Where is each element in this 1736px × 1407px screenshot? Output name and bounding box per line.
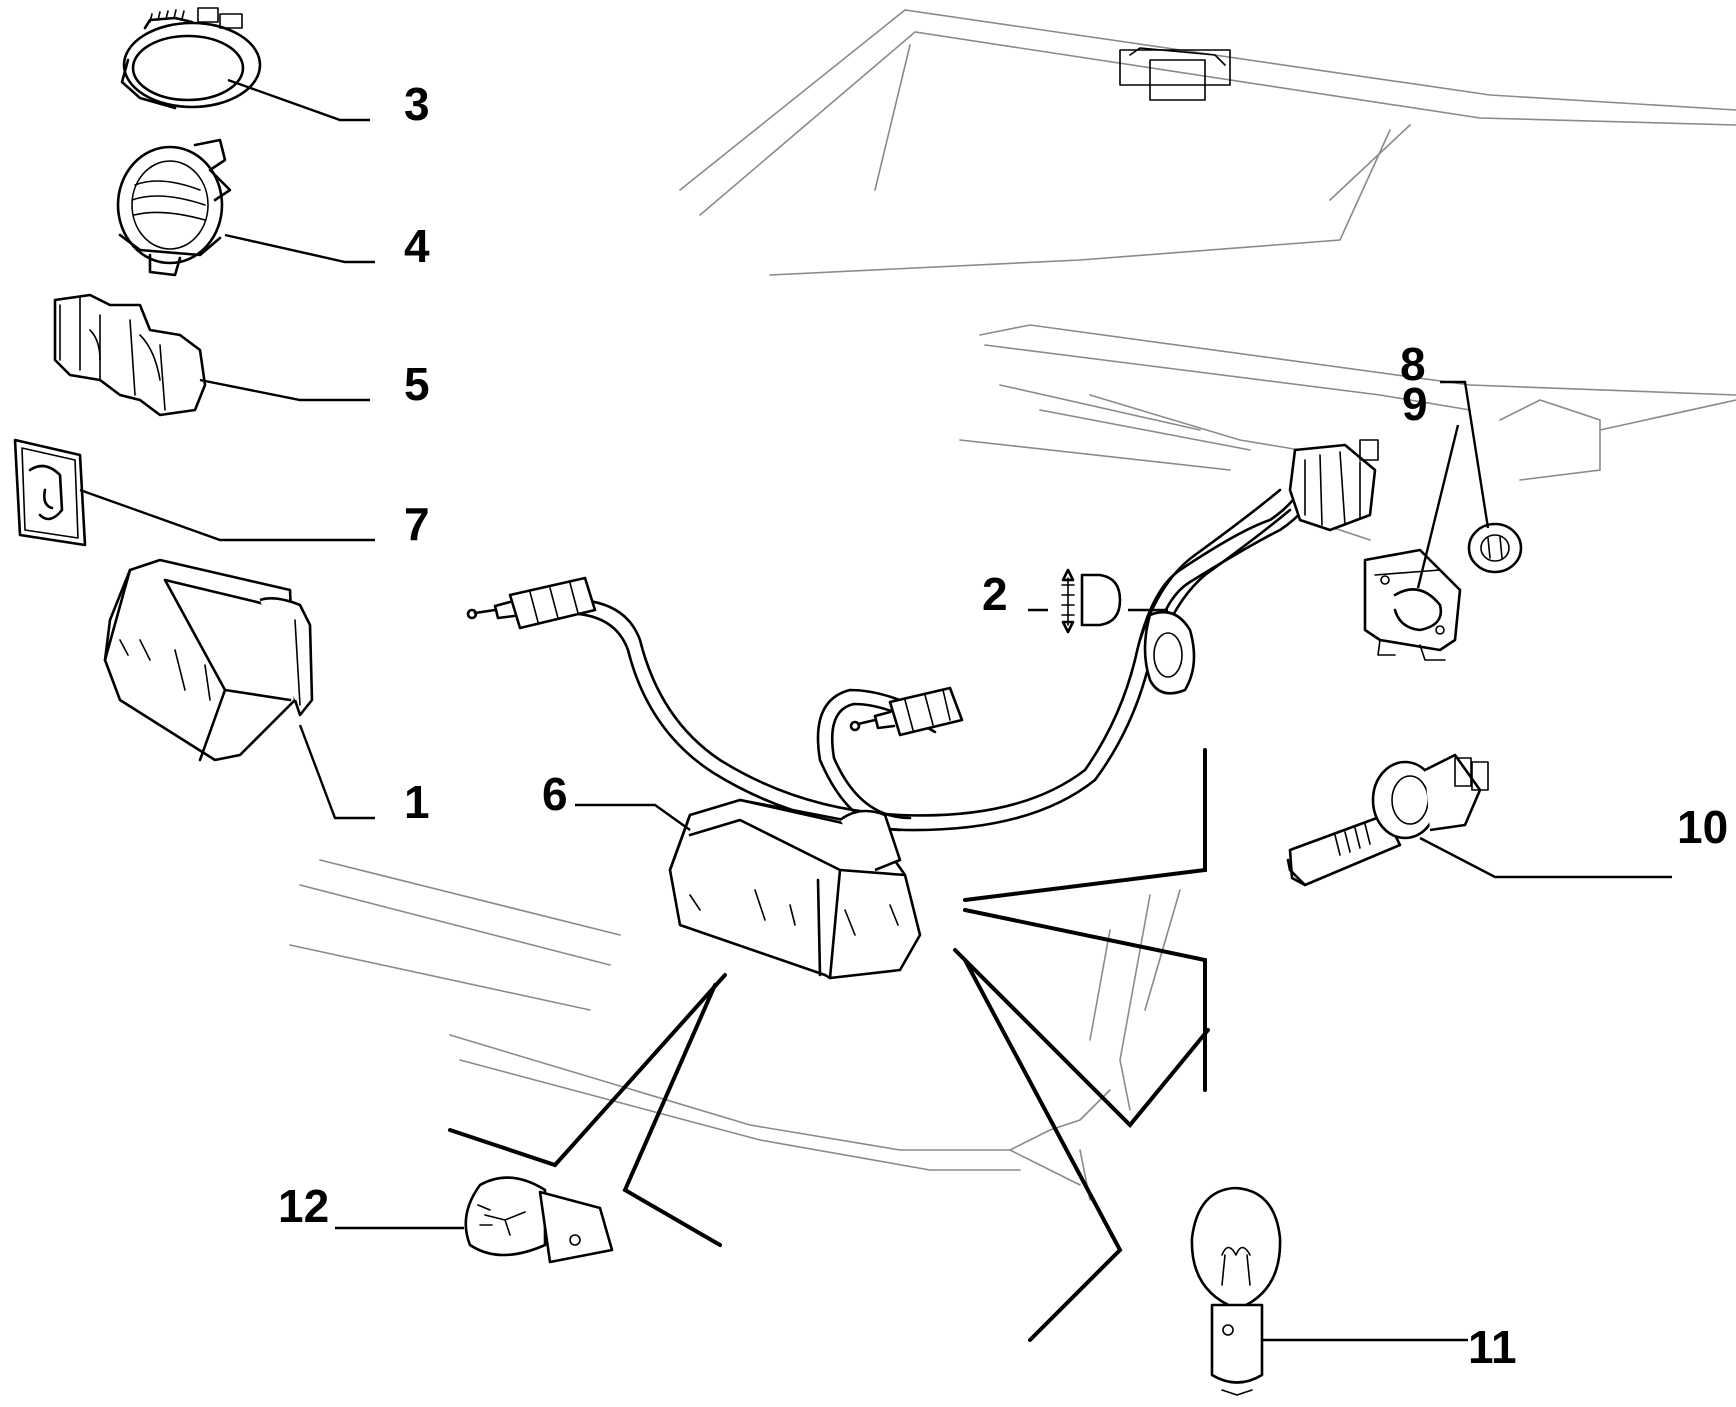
callout-numbers: 3 4 5 7 1 6 2 8 9 10 11 12 [278,78,1728,1373]
part-9-holder-plate [1363,548,1462,661]
callout-6: 6 [542,768,568,820]
part-5-connector-clip [53,293,207,417]
callout-11: 11 [1468,1321,1517,1373]
part-10-halogen-bulb [1286,753,1489,887]
callout-4: 4 [404,220,430,272]
part-2-wiring-harness [466,439,1379,832]
callout-2: 2 [982,568,1008,620]
callout-7: 7 [404,498,430,550]
callout-10: 10 [1677,801,1728,853]
leader-lines [79,78,1672,1342]
callout-8: 8 [1400,338,1426,390]
interior-mirror [1119,47,1231,101]
part-3-hose-clamp [120,7,262,110]
part-1-headlamp [103,558,314,762]
callout-1: 1 [404,776,430,828]
callout-12: 12 [278,1180,329,1232]
part-11-indicator-bulb [1190,1186,1282,1396]
part-7-bracket-plate [13,438,87,547]
part-6-headlamp-assembly [668,798,922,980]
callout-9: 9 [1402,378,1428,430]
reference-lines [448,748,1210,1342]
part-8-small-socket [1467,522,1523,574]
callout-3: 3 [404,78,430,130]
part-4-bulb-holder [116,138,232,277]
car-body-outline [289,9,1736,1201]
part-12-small-bulb [464,1176,614,1264]
callout-5: 5 [404,358,430,410]
